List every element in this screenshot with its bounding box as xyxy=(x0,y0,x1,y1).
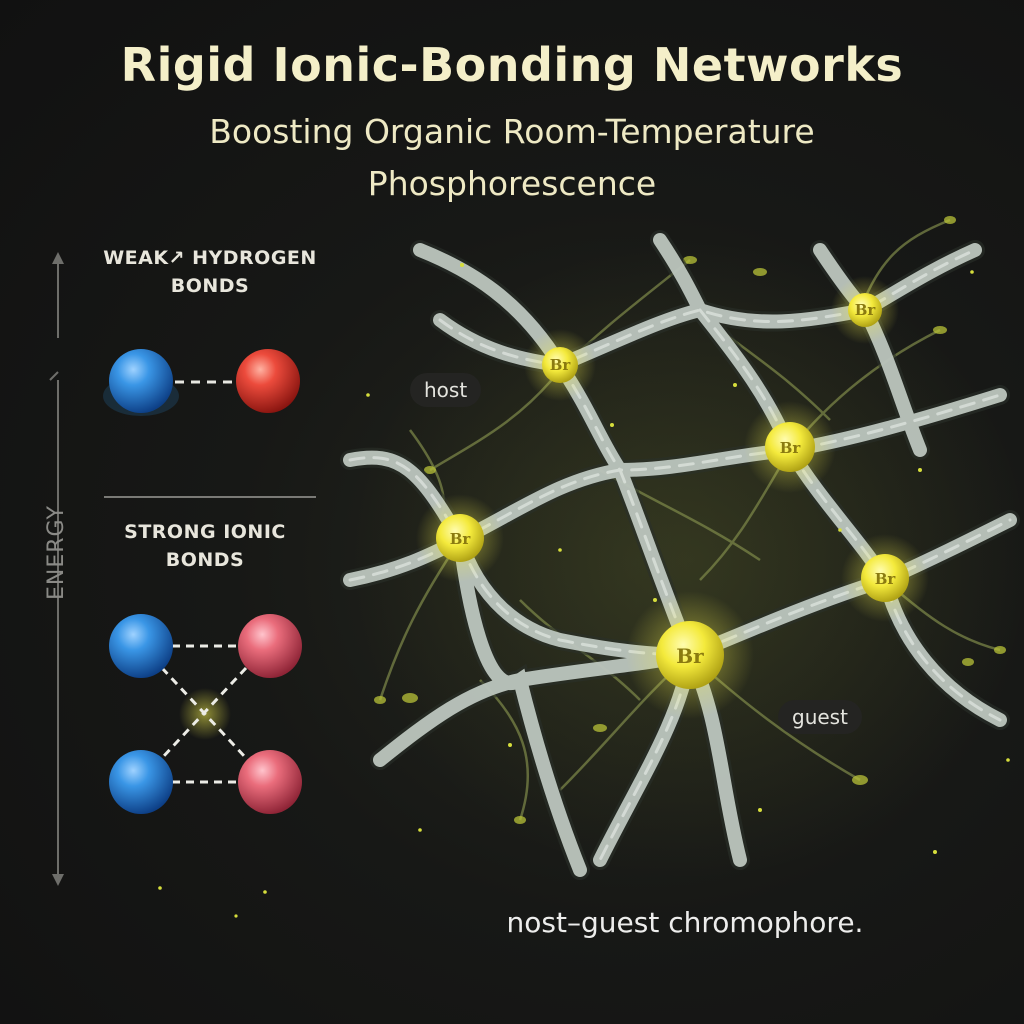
strong-bonds-label: STRONG IONIC BONDS xyxy=(124,521,286,571)
strong-bond-cluster xyxy=(109,614,302,814)
br-label: Br xyxy=(875,570,897,588)
br-node: Br xyxy=(744,401,836,493)
guest-label: guest xyxy=(778,700,862,734)
ionic-bond xyxy=(160,666,248,760)
energy-axis xyxy=(49,252,316,886)
weak-bond-pair xyxy=(103,349,300,416)
page-subtitle: Boosting Organic Room-Temperature Phosph… xyxy=(209,112,815,203)
tendril-buds xyxy=(374,216,1006,824)
br-label: Br xyxy=(450,530,472,548)
anion-sphere xyxy=(238,614,302,678)
host-label: host xyxy=(410,373,482,407)
br-label: Br xyxy=(676,644,704,668)
energy-axis-label: ENERGY xyxy=(44,505,69,600)
cation-sphere xyxy=(109,750,173,814)
br-nodes: Br Br Br Br Br xyxy=(416,276,929,719)
br-node: Br xyxy=(416,494,504,582)
cation-sphere xyxy=(109,349,173,413)
anion-sphere xyxy=(238,750,302,814)
sparkles xyxy=(158,263,1010,918)
br-label: Br xyxy=(855,301,877,319)
weak-bonds-label: WEAK↗ HYDROGEN BONDS xyxy=(103,247,317,297)
br-label: Br xyxy=(780,439,802,457)
cation-sphere xyxy=(109,614,173,678)
br-node: Br xyxy=(841,534,929,622)
br-label: Br xyxy=(550,356,572,374)
br-node: Br xyxy=(524,329,596,401)
br-node: Br xyxy=(626,591,754,719)
anion-sphere xyxy=(236,349,300,413)
br-node: Br xyxy=(831,276,899,344)
caption: nost–guest chromophore. xyxy=(506,906,864,939)
page-title: Rigid Ionic-Bonding Networks xyxy=(120,38,904,92)
